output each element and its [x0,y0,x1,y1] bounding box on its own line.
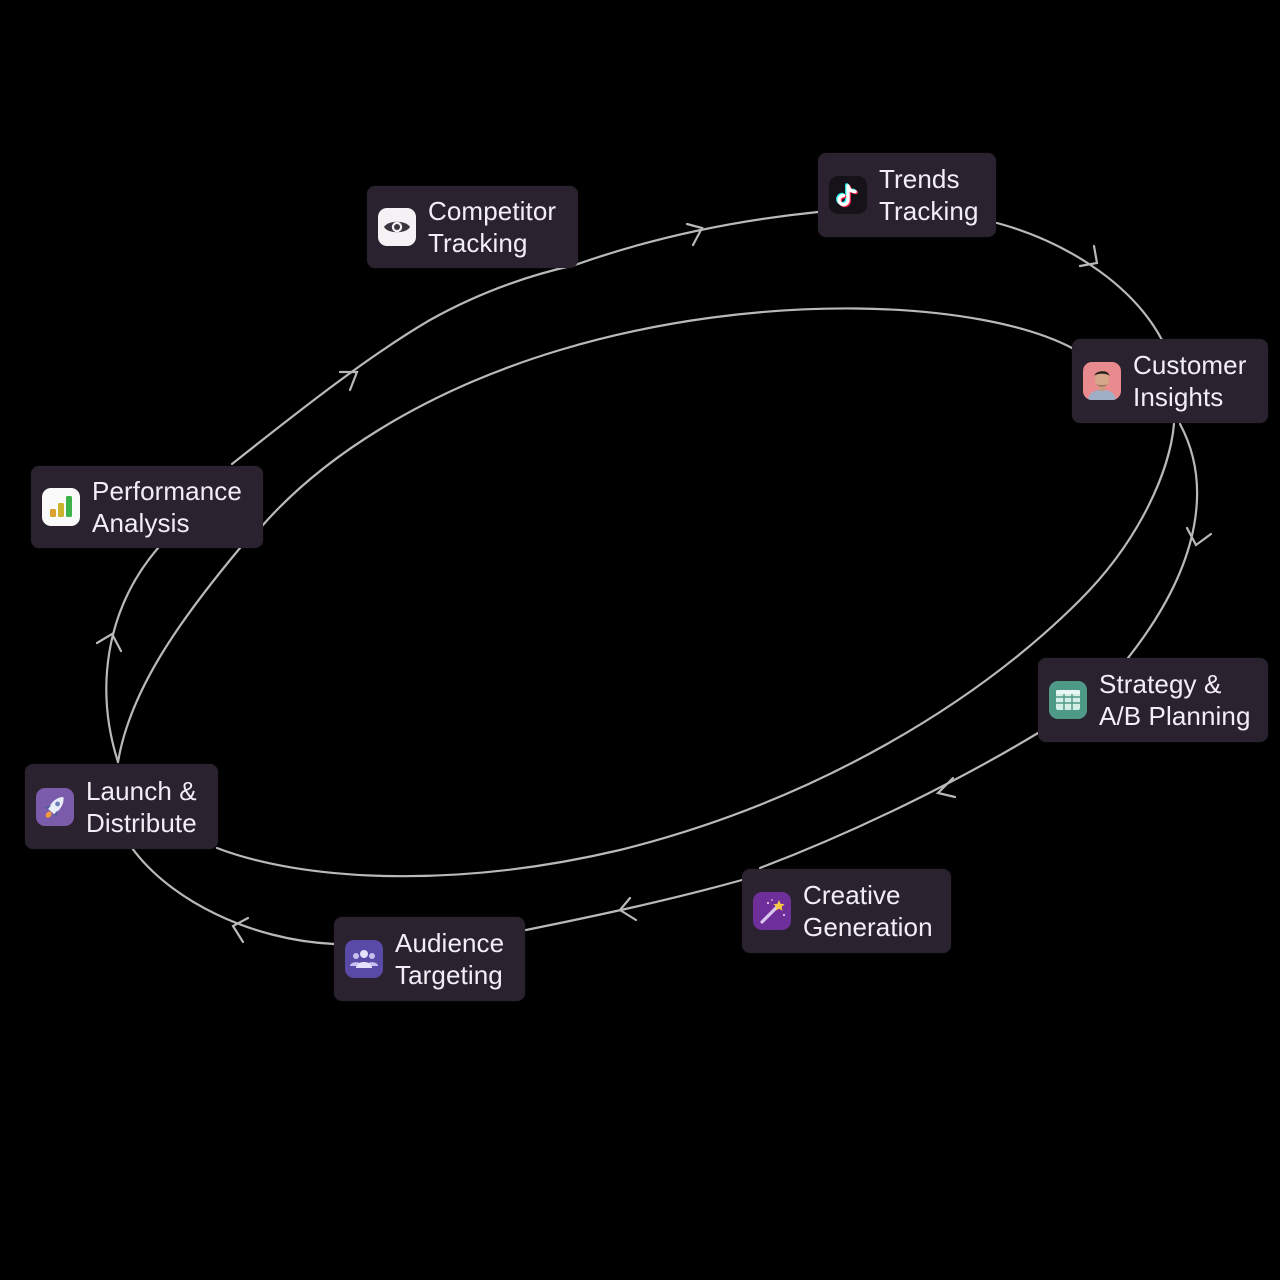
spreadsheet-icon [1049,681,1087,719]
node-label: Trends Tracking [879,164,979,226]
arrowhead-icon [1185,526,1213,547]
arrowhead-icon [338,370,359,392]
edge-customer-to-strategy [1126,422,1199,660]
arrowhead-icon [618,896,638,922]
arrowhead-icon [95,632,123,653]
edge-performance-to-competitor [230,263,577,466]
edge-launch-to-performance [105,546,160,764]
edge-audience-to-launch [130,846,336,946]
node-label: Strategy & A/B Planning [1099,669,1251,731]
arrowhead-icon [1078,244,1099,268]
inner-loop-bottom [215,422,1176,878]
arrowhead-icon [685,222,704,247]
node-performance-analysis[interactable]: Performance Analysis [31,466,263,548]
people-group-icon [345,940,383,978]
node-competitor-tracking[interactable]: Competitor Tracking [367,186,578,268]
node-launch-distribute[interactable]: Launch & Distribute [25,764,218,849]
node-label: Performance Analysis [92,476,242,538]
rocket-icon [36,787,74,826]
arrowhead-icon [935,776,957,799]
node-audience-targeting[interactable]: Audience Targeting [334,917,525,1001]
bar-chart-icon [42,488,80,526]
edge-creative-to-audience [524,878,744,932]
eye-icon [378,208,416,246]
edge-competitor-to-trends [573,210,820,267]
node-customer-insights[interactable]: Customer Insights [1072,339,1268,423]
node-label: Customer Insights [1133,350,1247,412]
avatar-photo-icon [1083,362,1121,400]
node-label: Competitor Tracking [428,196,557,258]
inner-loop-left [116,546,242,764]
node-label: Audience Targeting [395,928,505,990]
magic-wand-icon [753,892,791,930]
tiktok-icon [829,176,867,214]
edge-trends-to-customer [995,221,1164,342]
node-label: Creative Generation [803,880,933,942]
edge-strategy-to-creative [758,731,1040,870]
inner-loop-top [260,307,1074,528]
node-trends-tracking[interactable]: Trends Tracking [818,153,996,237]
node-creative-generation[interactable]: Creative Generation [742,869,951,953]
node-strategy-ab-planning[interactable]: Strategy & A/B Planning [1038,658,1268,742]
arrowhead-icon [231,916,250,944]
node-label: Launch & Distribute [86,775,197,838]
